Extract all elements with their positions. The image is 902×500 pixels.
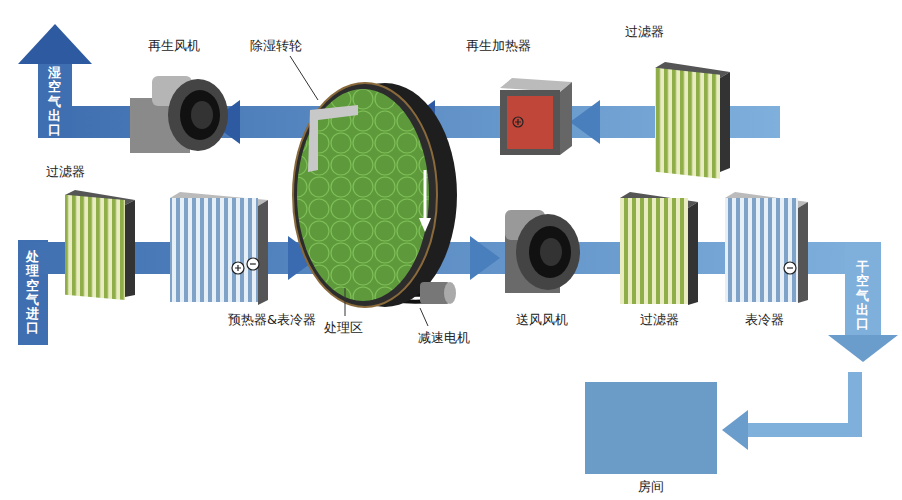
shape-polygon: [560, 82, 572, 155]
shape-path: [290, 56, 318, 100]
part-label: 过滤器: [640, 312, 679, 328]
room-box: 房间: [585, 382, 717, 474]
shape-path: [308, 105, 358, 172]
shape-path: [787, 267, 793, 268]
part-label: 再生加热器: [466, 38, 531, 54]
supply-fan: [505, 210, 580, 293]
shape-rect: [500, 90, 560, 155]
shape-rect: [620, 198, 688, 304]
shape-circle: [784, 262, 796, 274]
desiccant-wheel: [293, 83, 457, 307]
part-label: 送风风机: [516, 312, 568, 328]
part-label: 预热器&表冷器: [228, 312, 316, 328]
filter: [620, 192, 698, 305]
shape-polygon: [570, 100, 600, 144]
duct-label: 处理空气进口: [26, 250, 39, 336]
shape-circle: [247, 258, 259, 270]
duct-label: 干空气出口: [856, 260, 869, 331]
leader-lines: [290, 56, 428, 326]
shape-path: [235, 265, 241, 271]
shape-rect: [655, 68, 720, 179]
shape-ellipse: [444, 282, 456, 304]
part-label: 处理区: [324, 320, 363, 336]
shape-ellipse: [540, 238, 562, 266]
shape-polygon: [419, 218, 431, 232]
shape-ellipse: [180, 90, 220, 140]
part-label: 减速电机: [418, 330, 470, 346]
part-label: 再生风机: [148, 38, 200, 54]
shape-polygon: [722, 410, 748, 450]
shape-polygon: [18, 24, 92, 64]
shape-polygon: [470, 236, 500, 280]
shape-path: [424, 170, 427, 220]
shape-circle: [513, 117, 523, 127]
part-label: 过滤器: [46, 164, 85, 180]
shape-polygon: [720, 72, 730, 172]
part-label: 表冷器: [745, 312, 784, 328]
shape-ellipse: [297, 89, 429, 301]
shape-rect: [38, 62, 72, 138]
shape-ellipse: [293, 83, 437, 307]
part-label: 过滤器: [625, 24, 664, 40]
filter: [655, 62, 730, 179]
shape-polygon: [828, 335, 898, 362]
regeneration-fan: [130, 76, 228, 153]
shape-rect: [170, 198, 258, 302]
room-label: 房间: [585, 478, 717, 496]
shape-polygon: [500, 78, 572, 92]
shape-path: [420, 308, 428, 326]
shape-ellipse: [168, 79, 228, 151]
filter: [65, 190, 135, 300]
duct-label: 湿空气出口: [48, 66, 61, 137]
shape-path: [345, 288, 346, 316]
shape-circle: [232, 262, 244, 274]
part-label: 除湿转轮: [250, 38, 302, 54]
shape-polygon: [798, 202, 808, 303]
shape-path: [515, 119, 521, 125]
surface-cooler: [725, 192, 808, 303]
shape-rect: [507, 96, 553, 149]
shape-polygon: [125, 200, 135, 297]
shape-ellipse: [529, 226, 571, 278]
shape-polygon: [688, 202, 698, 305]
shape-ellipse: [516, 214, 580, 290]
shape-rect: [845, 242, 881, 337]
shape-polygon: [258, 200, 268, 305]
preheater-cooler: [170, 192, 268, 305]
shape-path: [745, 372, 855, 430]
shape-path: [250, 263, 256, 264]
shape-rect: [725, 198, 798, 302]
shape-rect: [65, 195, 125, 300]
heater: [500, 78, 572, 155]
shape-ellipse: [191, 101, 213, 129]
